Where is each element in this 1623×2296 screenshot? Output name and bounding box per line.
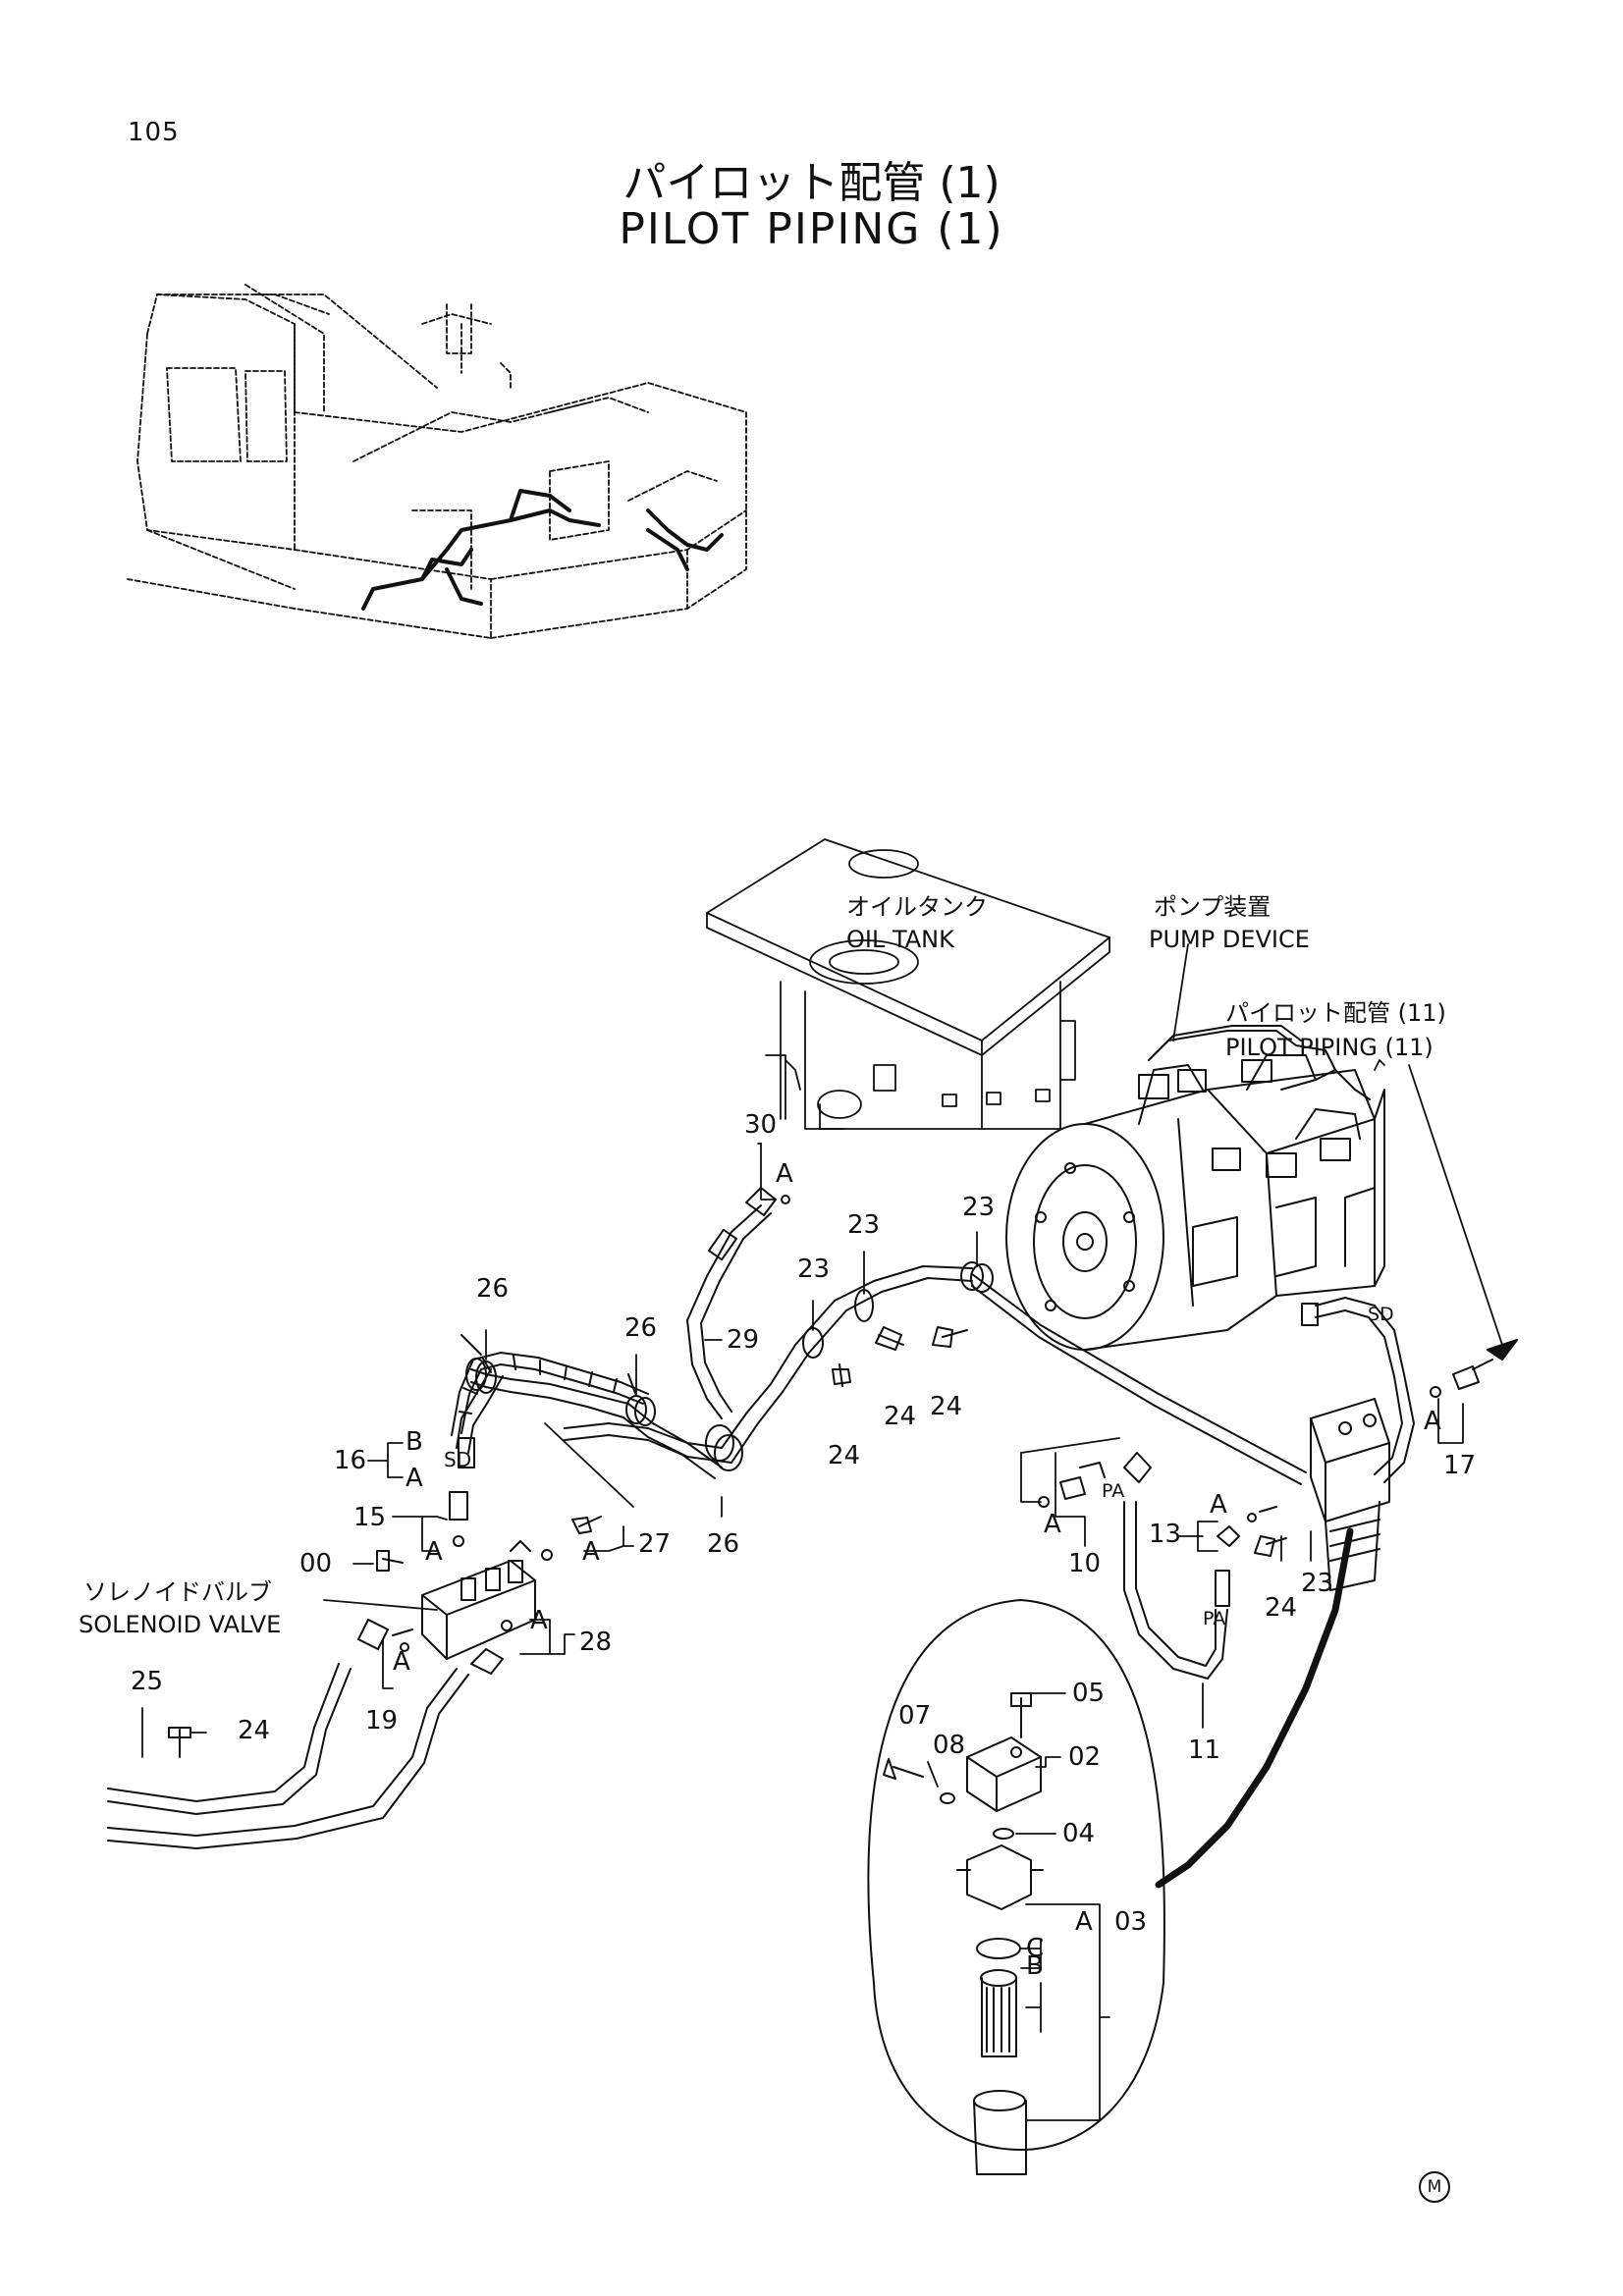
part-number-callout: 29: [727, 1325, 760, 1355]
part-number-callout: 02: [1068, 1742, 1102, 1772]
part-number-callout: 17: [1443, 1451, 1477, 1480]
part-number-callout: 11: [1188, 1735, 1221, 1765]
footer-mark: M: [1419, 2171, 1450, 2203]
pilot-piping-ref-leader: [1408, 1064, 1503, 1346]
part-number-callout: 15: [353, 1503, 387, 1532]
part-number-callout: 23: [847, 1210, 881, 1240]
page-title-en: PILOT PIPING (1): [619, 204, 1004, 254]
pump-device-label-en: PUMP DEVICE: [1149, 926, 1310, 953]
part-number-callout: 16: [334, 1446, 367, 1475]
part-number-callout: 24: [238, 1716, 271, 1745]
part-number-callout: 08: [933, 1731, 966, 1760]
hose-clamps: [460, 1261, 994, 1471]
part-number-callout: 04: [1062, 1819, 1096, 1848]
callout-leaders: [141, 1059, 1464, 2121]
part-number-callout: 28: [579, 1628, 613, 1657]
part-number-callout: 27: [638, 1529, 672, 1559]
bracket-letter: A: [582, 1537, 600, 1567]
corrugated-hose: [451, 1352, 649, 1468]
bracket-letter: A: [406, 1464, 423, 1493]
part-number-callout: 00: [299, 1549, 333, 1578]
pilot-piping-ref-arrow: [1486, 1338, 1519, 1362]
part-number-callout: 23: [962, 1193, 996, 1222]
port-mark-pa: PA: [1203, 1608, 1226, 1629]
overview-pilot-hoses: [361, 489, 724, 611]
excavator-overview-illustration: [127, 284, 747, 639]
oil-tank-label-en: OIL TANK: [846, 926, 954, 953]
bracket-letter: B: [1026, 1951, 1044, 1981]
part-number-callout: 26: [624, 1313, 658, 1343]
part-number-callout: 05: [1072, 1679, 1106, 1708]
bracket-letter: C: [1026, 1934, 1045, 1963]
part-number-callout: 07: [898, 1701, 932, 1731]
part-number-callout: 19: [365, 1706, 399, 1735]
pump-device-drawing: [1005, 1025, 1385, 1351]
bracket-letter: A: [1075, 1907, 1093, 1937]
oil-tank-label-ja: オイルタンク: [846, 893, 988, 921]
part-number-callout: 30: [744, 1110, 778, 1140]
black-drain-hose: [1155, 1527, 1354, 1889]
bolts-and-fittings: [168, 1187, 1493, 1758]
port-mark-sd: SD: [444, 1448, 472, 1471]
pilot-hoses: [107, 1204, 1415, 1849]
bracket-letter: A: [425, 1537, 443, 1567]
part-number-callout: 25: [131, 1667, 164, 1696]
solenoid-valve-label-ja: ソレノイドバルブ: [83, 1578, 272, 1606]
filter-assembly-drawing: [1310, 1398, 1390, 1591]
page-title-ja: パイロット配管 (1): [622, 158, 1001, 208]
bracket-letter: A: [1210, 1490, 1227, 1520]
bracket-letter: A: [776, 1159, 793, 1189]
part-number-callout: 24: [1265, 1593, 1298, 1623]
port-mark-sd: SD: [1368, 1304, 1394, 1325]
bracket-letter: A: [393, 1647, 410, 1677]
bracket-letter: B: [406, 1427, 423, 1457]
bracket-letter: A: [530, 1606, 548, 1635]
part-number-callout: 10: [1068, 1549, 1102, 1578]
pump-device-label-ja: ポンプ装置: [1154, 893, 1271, 921]
pilot-piping-ref-label-en: PILOT PIPING (11): [1225, 1034, 1434, 1061]
part-number-callout: 23: [797, 1255, 831, 1284]
bracket-letter: A: [1044, 1510, 1061, 1539]
pump-device-leader: [1172, 943, 1189, 1041]
solenoid-valve-label-en: SOLENOID VALVE: [79, 1611, 282, 1638]
part-number-callout: 23: [1301, 1569, 1334, 1598]
part-number-callout: 24: [884, 1402, 917, 1431]
oil-tank-drawing: [706, 838, 1110, 1130]
part-number-callout: 13: [1149, 1520, 1182, 1549]
part-number-callout: 24: [930, 1392, 963, 1421]
pilot-piping-ref-label-ja: パイロット配管 (11): [1225, 999, 1446, 1027]
bracket-letter: A: [1424, 1407, 1441, 1436]
part-number-callout: 24: [828, 1441, 861, 1470]
part-number-callout: 03: [1114, 1907, 1148, 1937]
part-number-callout: 26: [476, 1274, 510, 1304]
part-number-callout: 26: [707, 1529, 740, 1559]
port-mark-pa: PA: [1102, 1480, 1125, 1502]
filter-detail-drawing: [867, 1599, 1165, 2175]
page-number: 105: [128, 118, 180, 147]
